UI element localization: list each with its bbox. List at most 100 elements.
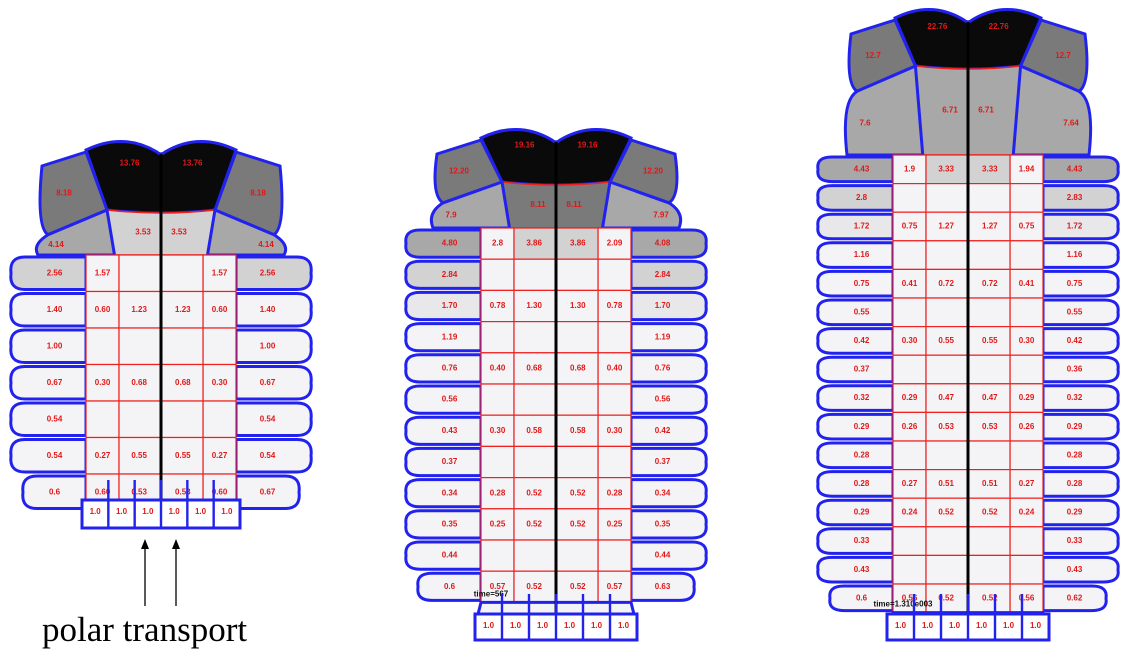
row-5-center-value-right: 0.68 [570,364,586,373]
row2-inner-value-right: 3.53 [171,228,187,237]
row2-inner-value-left: 6.71 [942,106,958,115]
row-2-side-cell-left [893,184,926,213]
row-13-center-value-left: 0.52 [938,508,954,517]
row-4-side-cell-right [598,322,631,353]
row-7-center-value-left: 0.55 [938,336,954,345]
row-9-side-value-left: 0.29 [902,393,918,402]
row-14-outer-value-left: 0.33 [854,536,870,545]
tip-value-left: 19.16 [514,141,535,150]
row-4-side-cell-left [481,322,514,353]
row1-outer-value-left: 8.18 [56,188,72,197]
row-9-side-value-right: 0.28 [607,488,623,497]
row-14-center-cell-left [926,527,968,556]
row1-outer-value-left: 12.7 [865,51,881,60]
row-1-center-value-right: 3.33 [982,164,998,173]
row-3-outer-value-right: 1.00 [260,341,276,350]
row-15-side-cell-left [893,555,926,584]
row-15-center-cell-right [968,555,1010,584]
row-8-side-cell-right [598,446,631,477]
row-16-outer-value-right: 0.62 [1067,593,1083,602]
row-6-side-value-right: 0.27 [212,451,228,460]
row-3-outer-value-left: 1.70 [442,301,458,310]
row-5-side-value-right: 0.40 [607,364,623,373]
row-8-side-cell-left [481,446,514,477]
row-3-outer-value-left: 1.00 [47,341,63,350]
row-10-side-value-left: 0.25 [490,520,506,529]
row-3-center-value-right: 1.27 [982,222,998,231]
base-cell-value-3: 1.0 [949,621,961,630]
row2-outer-value-left: 4.14 [48,240,64,249]
row-12-side-value-right: 0.27 [1019,479,1035,488]
row-2-center-value-left: 1.23 [131,305,147,314]
row-8-center-cell-right [556,446,598,477]
base-cell-value-6: 1.0 [1030,621,1042,630]
row-2-side-cell-right [1010,184,1043,213]
row-5-outer-value-left: 0.75 [854,279,870,288]
row-9-outer-value-right: 0.34 [655,488,671,497]
row-5-side-cell-left [86,401,119,438]
row2-outer-value-right: 7.97 [653,211,669,220]
row-12-outer-value-left: 0.6 [444,582,456,591]
row2-outer-value-right: 7.64 [1063,118,1079,127]
row2-inner-value-left: 3.53 [135,228,151,237]
base-cell-value-1: 1.0 [90,507,102,516]
row-4-center-value-right: 0.68 [175,378,191,387]
row-3-side-cell-right [203,328,236,365]
row-5-side-value-right: 0.41 [1019,279,1035,288]
row-7-outer-value-right: 0.67 [260,487,276,496]
row-4-outer-value-right: 1.16 [1067,250,1083,259]
row-7-outer-value-right: 0.42 [1067,336,1083,345]
row-4-outer-value-left: 1.16 [854,250,870,259]
row-7-side-value-right: 0.30 [607,426,623,435]
row-10-side-value-left: 0.26 [902,422,918,431]
row-11-center-cell-right [968,441,1010,470]
row-5-center-value-right: 0.72 [982,279,998,288]
row-12-center-value-left: 0.51 [938,479,954,488]
row-8-center-cell-left [926,355,968,384]
row-11-center-cell-left [926,441,968,470]
row-1-outer-value-left: 4.80 [442,239,458,248]
row-10-center-value-right: 0.52 [570,520,586,529]
row-8-side-cell-right [1010,355,1043,384]
row-6-outer-value-right: 0.54 [260,451,276,460]
row-4-center-cell-right [968,241,1010,270]
row-11-side-cell-left [481,540,514,571]
diagram-stage-2: 19.1619.1612.2012.208.118.117.97.974.802… [406,129,706,640]
row-4-center-cell-right [556,322,598,353]
tip-value-right: 13.76 [182,158,203,167]
arrow-head-right [172,539,180,549]
row-2-outer-value-left: 2.84 [442,270,458,279]
row-5-side-value-left: 0.40 [490,364,506,373]
row-9-center-value-left: 0.47 [938,393,954,402]
row-4-center-cell-left [926,241,968,270]
row-5-outer-value-right: 0.76 [655,364,671,373]
row-9-outer-value-left: 0.34 [442,488,458,497]
row-12-center-value-right: 0.52 [570,582,586,591]
row-12-center-value-right: 0.51 [982,479,998,488]
row-7-outer-value-right: 0.42 [655,426,671,435]
row-6-side-cell-right [598,384,631,415]
base-cell-value-2: 1.0 [922,621,934,630]
row-1-side-value-left: 1.57 [95,268,111,277]
row-12-outer-value-right: 0.28 [1067,479,1083,488]
row-6-center-cell-left [926,298,968,327]
row-9-outer-value-left: 0.32 [854,393,870,402]
row-7-outer-value-left: 0.42 [854,336,870,345]
row2-inner-value-left: 8.11 [530,200,546,209]
row2-outer-value-left: 7.6 [859,118,871,127]
row-7-center-value-left: 0.58 [526,426,542,435]
row-3-side-cell-left [86,328,119,365]
row-6-center-value-left: 0.55 [131,451,147,460]
row-3-outer-value-right: 1.70 [655,301,671,310]
row-6-outer-value-left: 0.55 [854,307,870,316]
row-11-outer-value-right: 0.44 [655,551,671,560]
row-10-outer-value-left: 0.29 [854,422,870,431]
row-12-outer-value-right: 0.63 [655,582,671,591]
row-5-outer-value-right: 0.54 [260,414,276,423]
row-2-outer-value-right: 2.83 [1067,193,1083,202]
row-6-center-value-right: 0.55 [175,451,191,460]
row-11-side-cell-left [893,441,926,470]
row-1-outer-value-right: 2.56 [260,268,276,277]
row-3-center-cell-right [161,328,203,365]
